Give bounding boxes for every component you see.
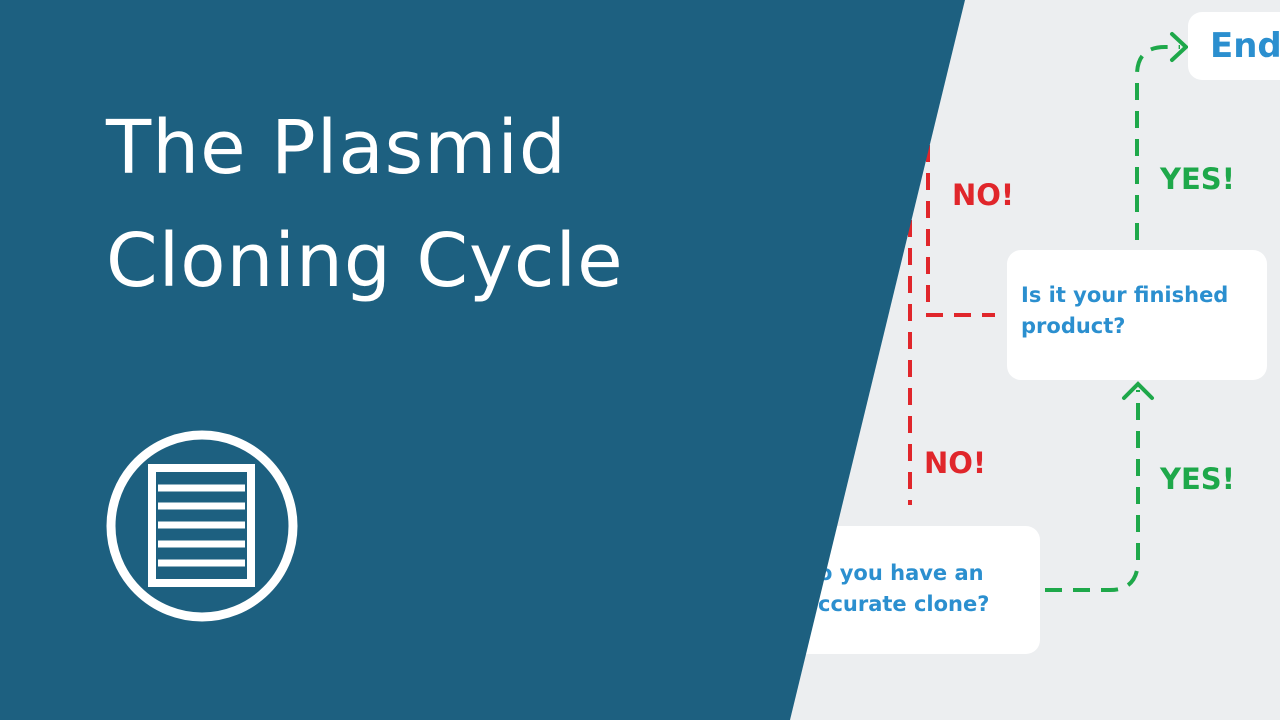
- finished-product-question-node: Is it your finished product?: [1007, 250, 1267, 380]
- clone-question-line-1: o you have an: [818, 561, 984, 585]
- finished-question-line-2: product?: [1021, 314, 1126, 338]
- yes-label-lower: YES!: [1160, 462, 1235, 496]
- no-arrow-upper: [926, 145, 995, 317]
- document-list-icon: [106, 430, 298, 622]
- no-label-upper: NO!: [952, 178, 1015, 212]
- no-label-lower: NO!: [924, 446, 987, 480]
- yes-arrowhead-lower: [1122, 381, 1154, 400]
- clone-question-line-2: ccurate clone?: [818, 592, 990, 616]
- title-line-2: Cloning Cycle: [106, 218, 624, 304]
- page-title: The Plasmid Cloning Cycle: [106, 92, 624, 318]
- title-line-1: The Plasmid: [106, 105, 567, 191]
- yes-arrow-upper: [1135, 45, 1180, 240]
- yes-arrowhead-upper: [1170, 32, 1189, 62]
- yes-label-upper: YES!: [1160, 162, 1235, 196]
- yes-arrow-lower: [1045, 390, 1140, 592]
- end-node: End: [1188, 12, 1280, 80]
- finished-question-line-1: Is it your finished: [1021, 283, 1229, 307]
- end-label: End: [1210, 26, 1280, 66]
